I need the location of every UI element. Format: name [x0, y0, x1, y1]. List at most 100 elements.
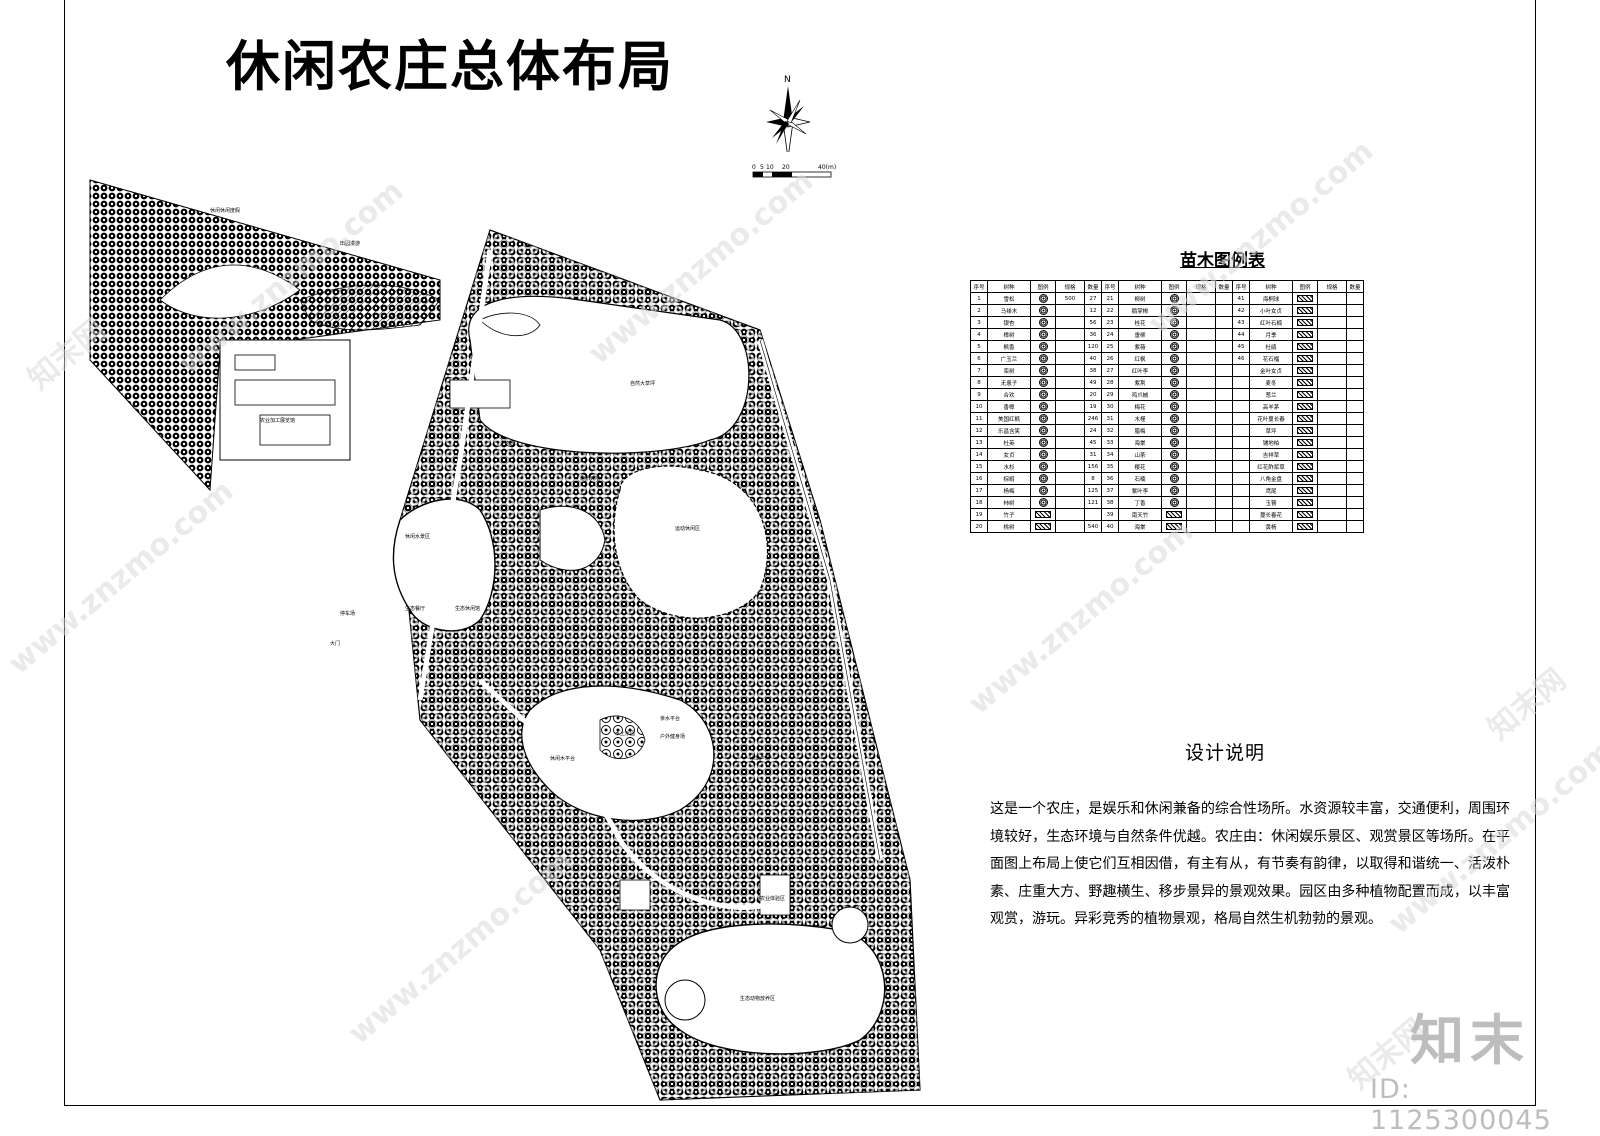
legend-header-cell: 图例 [1292, 280, 1318, 293]
legend-species: 紫薇 [1118, 340, 1162, 353]
legend-spec [1186, 460, 1216, 473]
legend-spec [1317, 472, 1347, 485]
legend-spec [1317, 496, 1347, 509]
legend-species: 樱花 [1118, 460, 1162, 473]
legend-species: 山茶 [1118, 448, 1162, 461]
legend-spec: 500 [1055, 292, 1085, 305]
legend-spec [1317, 292, 1347, 305]
legend-species: 红叶李 [1118, 364, 1162, 377]
plant-symbol-icon [1169, 306, 1179, 315]
plant-symbol-icon [1169, 318, 1179, 327]
legend-count: 120 [1084, 340, 1102, 353]
plant-symbol-icon [1169, 342, 1179, 351]
legend-species: 草坪 [1249, 424, 1293, 437]
plant-symbol-icon [1169, 474, 1179, 483]
legend-species: 红叶石楠 [1249, 316, 1293, 329]
legend-spec [1055, 340, 1085, 353]
plant-symbol-icon [1169, 438, 1179, 447]
legend-header-cell: 序号 [1232, 280, 1250, 293]
legend-number: 32 [1101, 424, 1119, 437]
legend-spec [1317, 352, 1347, 365]
brand-logo: 知末 [1410, 1009, 1530, 1072]
plan-label: 水上乐园 [615, 730, 635, 737]
legend-spec [1055, 448, 1085, 461]
legend-species: 南天竹 [1118, 508, 1162, 521]
legend-number [1232, 496, 1250, 509]
legend-count [1215, 376, 1233, 389]
legend-number: 7 [970, 364, 988, 377]
plant-symbol-icon [1169, 462, 1179, 471]
legend-count [1215, 424, 1233, 437]
legend-number [1232, 460, 1250, 473]
plant-symbol-icon [1297, 391, 1313, 398]
scale-tick-label: 40(m) [818, 164, 836, 171]
plant-symbol-icon [1297, 499, 1313, 506]
legend-count [1346, 328, 1364, 341]
plant-symbol-icon [1297, 379, 1313, 386]
legend-number: 14 [970, 448, 988, 461]
plant-symbol-icon [1166, 523, 1182, 530]
legend-spec [1186, 400, 1216, 413]
legend-number [1232, 520, 1250, 533]
plant-symbol-icon [1169, 498, 1179, 507]
legend-spec [1317, 376, 1347, 389]
legend-species: 腊梅 [1118, 424, 1162, 437]
plan-label: 自然大草坪 [630, 380, 655, 387]
description-title: 设计说明 [1185, 742, 1266, 764]
legend-header-cell: 树种 [1249, 280, 1293, 293]
legend-species: 花石榴 [1249, 352, 1293, 365]
legend-spec [1186, 448, 1216, 461]
plan-label: 游乐天地 [580, 475, 600, 482]
plant-symbol-icon [1169, 366, 1179, 375]
legend-number: 12 [970, 424, 988, 437]
legend-spec [1317, 484, 1347, 497]
plant-symbol-icon [1038, 462, 1048, 471]
legend-species: 竹子 [987, 508, 1031, 521]
legend-count [1346, 316, 1364, 329]
legend-header-cell: 树种 [1118, 280, 1162, 293]
legend-species: 杜鹃 [1249, 340, 1293, 353]
legend-species: 银杏 [987, 316, 1031, 329]
plant-symbol-icon [1035, 523, 1051, 530]
plant-symbol-icon [1297, 295, 1313, 302]
plant-symbol-icon [1297, 511, 1313, 518]
legend-spec [1186, 376, 1216, 389]
legend-count [1346, 508, 1364, 521]
legend-count [1215, 460, 1233, 473]
legend-number: 8 [970, 376, 988, 389]
legend-count [1346, 376, 1364, 389]
plant-symbol-icon [1038, 450, 1048, 459]
plant-symbol-icon [1038, 474, 1048, 483]
legend-species: 花叶蔓长春 [1249, 412, 1293, 425]
plant-symbol-icon [1038, 354, 1048, 363]
legend-number: 15 [970, 460, 988, 473]
legend-species: 乐昌含笑 [987, 424, 1031, 437]
legend-count [1084, 508, 1102, 521]
legend-count [1215, 436, 1233, 449]
legend-number [1232, 472, 1250, 485]
legend-number [1232, 388, 1250, 401]
legend-species: 玉簪 [1249, 496, 1293, 509]
legend-count [1215, 472, 1233, 485]
legend-count: 8 [1084, 472, 1102, 485]
legend-spec [1055, 304, 1085, 317]
legend-spec [1186, 508, 1216, 521]
legend-spec [1317, 340, 1347, 353]
legend-spec [1186, 472, 1216, 485]
plant-symbol-icon [1169, 390, 1179, 399]
drawing-frame [64, 0, 1536, 1106]
legend-header-cell: 图例 [1030, 280, 1056, 293]
legend-count [1215, 388, 1233, 401]
plant-symbol-icon [1297, 415, 1313, 422]
legend-number: 10 [970, 400, 988, 413]
legend-spec [1317, 364, 1347, 377]
legend-number: 6 [970, 352, 988, 365]
plan-label: 运动休闲区 [675, 525, 700, 532]
